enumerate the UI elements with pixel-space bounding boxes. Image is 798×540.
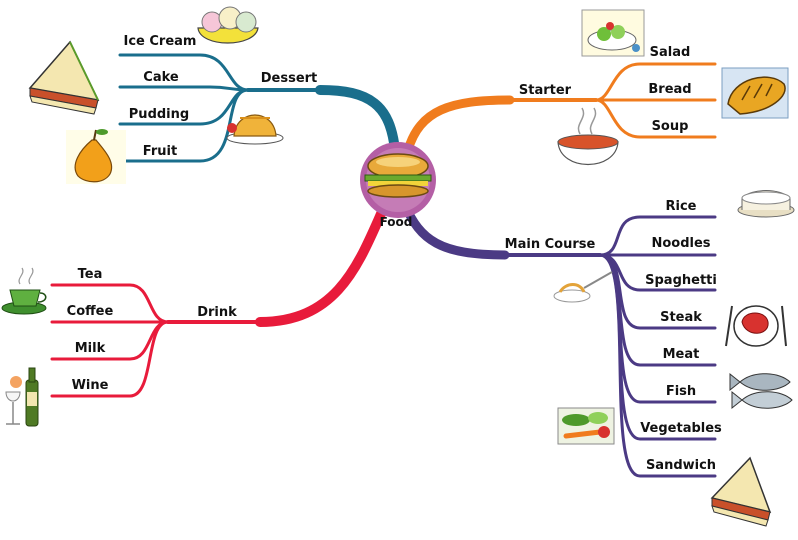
drink-branch bbox=[50, 200, 390, 398]
rice-icon bbox=[737, 190, 795, 218]
wine-icon bbox=[5, 367, 39, 427]
main-item-noodles: Noodles bbox=[651, 236, 710, 251]
spaghetti-icon bbox=[553, 271, 613, 303]
main-item-spaghetti: Spaghetti bbox=[645, 273, 717, 288]
drink-item-coffee: Coffee bbox=[67, 304, 114, 319]
fish-icon bbox=[729, 372, 793, 410]
center-node: Food bbox=[360, 142, 436, 229]
branch-label-drink: Drink bbox=[197, 305, 237, 320]
steak-icon bbox=[725, 305, 787, 347]
drink-item-milk: Milk bbox=[75, 341, 106, 356]
soup-icon bbox=[557, 107, 619, 165]
dessert-item-ice-cream: Ice Cream bbox=[124, 34, 197, 49]
burger-icon bbox=[364, 153, 432, 198]
dessert-item-fruit: Fruit bbox=[143, 144, 177, 159]
drink-item-wine: Wine bbox=[72, 378, 109, 393]
branch-label-main-course: Main Course bbox=[505, 237, 596, 252]
branch-label-starter: Starter bbox=[519, 83, 572, 98]
tea-cup-icon bbox=[1, 267, 47, 315]
jelly-pudding-icon bbox=[226, 114, 284, 145]
ice-cream-icon bbox=[197, 6, 259, 44]
sandwich-icon bbox=[28, 40, 100, 115]
dessert-item-pudding: Pudding bbox=[129, 107, 189, 122]
branch-label-dessert: Dessert bbox=[261, 71, 318, 86]
pear-icon bbox=[66, 129, 126, 184]
center-label: Food bbox=[380, 215, 413, 229]
dessert-item-cake: Cake bbox=[143, 70, 179, 85]
main-item-meat: Meat bbox=[663, 347, 700, 362]
starter-item-bread: Bread bbox=[648, 82, 691, 97]
starter-branch bbox=[403, 62, 717, 155]
main-item-sandwich: Sandwich bbox=[646, 458, 716, 473]
sandwich-icon bbox=[710, 456, 772, 527]
starter-item-salad: Salad bbox=[650, 45, 691, 60]
salad-icon bbox=[581, 9, 645, 57]
main-item-rice: Rice bbox=[666, 199, 697, 214]
vegetables-icon bbox=[557, 407, 615, 445]
main-item-fish: Fish bbox=[666, 384, 696, 399]
main-item-steak: Steak bbox=[660, 310, 702, 325]
drink-item-tea: Tea bbox=[78, 267, 103, 282]
bread-icon bbox=[721, 67, 789, 119]
starter-item-soup: Soup bbox=[652, 119, 689, 134]
main-item-vegetables: Vegetables bbox=[640, 421, 722, 436]
